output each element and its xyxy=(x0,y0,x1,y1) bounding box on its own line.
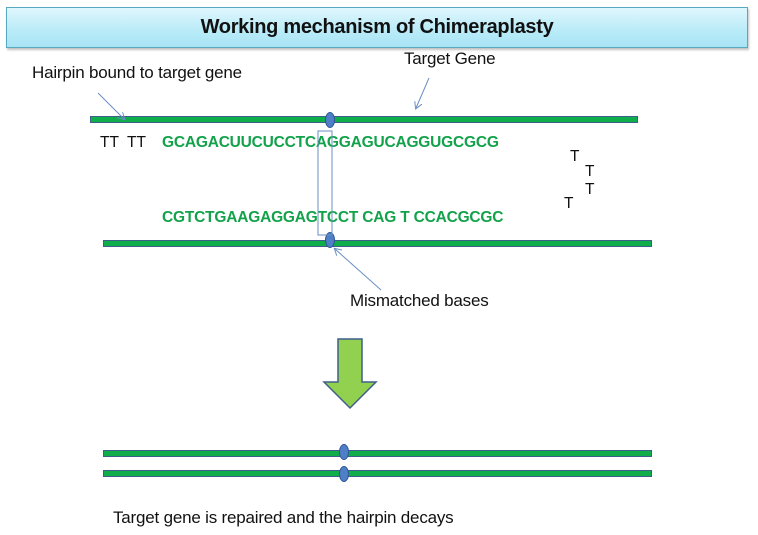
loop-base-4: T xyxy=(564,195,574,212)
hairpin-sequence-top: GCAGACUUCUCCTCAGGAGUCAGGUGCGCG xyxy=(162,134,499,151)
hairpin-label: Hairpin bound to target gene xyxy=(32,63,242,82)
mismatched-bases-label: Mismatched bases xyxy=(350,291,489,310)
target-gene-strand-bottom xyxy=(103,240,652,247)
result-caption: Target gene is repaired and the hairpin … xyxy=(113,508,454,527)
loop-base-1: T xyxy=(570,148,580,165)
loop-base-2: T xyxy=(585,163,595,180)
target-gene-pointer-arrow xyxy=(416,77,430,108)
target-gene-strand-top xyxy=(90,116,638,123)
loop-base-3: T xyxy=(585,181,595,198)
mismatch-pointer-arrow xyxy=(335,249,382,291)
repaired-bead-top xyxy=(339,444,349,460)
hairpin-pointer-arrow xyxy=(97,92,124,119)
diagram-title: Working mechanism of Chimeraplasty xyxy=(200,16,554,38)
repaired-strand-top xyxy=(103,450,652,457)
title-box: Working mechanism of Chimeraplasty xyxy=(6,7,748,48)
mismatch-bead-top xyxy=(325,112,335,128)
repaired-bead-bottom xyxy=(339,466,349,482)
hairpin-tail-t: TT TT xyxy=(100,134,146,151)
target-gene-label: Target Gene xyxy=(404,49,496,68)
process-down-arrow-icon xyxy=(322,338,378,410)
repaired-strand-bottom xyxy=(103,470,652,477)
mismatch-bead-bottom xyxy=(325,232,335,248)
mismatch-bracket xyxy=(317,130,333,236)
hairpin-sequence-bottom: CGTCTGAAGAGGAGTCCT CAG T CCACGCGC xyxy=(162,209,504,226)
